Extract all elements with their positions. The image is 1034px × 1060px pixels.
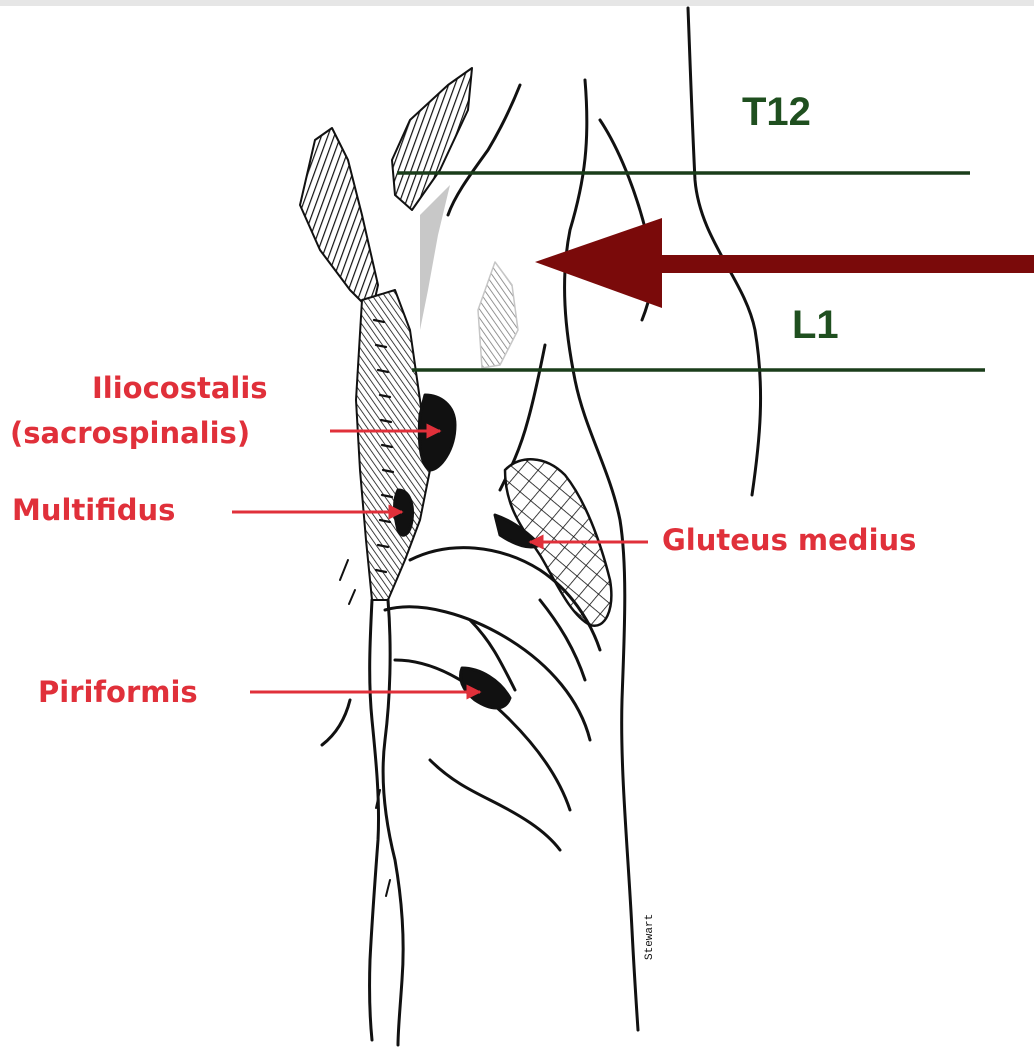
- iliocostalis-label: Iliocostalis: [92, 371, 268, 405]
- multifidus-label: Multifidus: [12, 493, 175, 527]
- sacrospinalis-label: (sacrospinalis): [10, 416, 250, 450]
- left-ink-strokes: [340, 560, 390, 896]
- thigh-line: [430, 760, 560, 850]
- piriformis-label: Piriformis: [38, 675, 198, 709]
- highlight-region: [420, 185, 450, 330]
- piriformis-mass: [461, 668, 510, 708]
- muscle-label-group: Iliocostalis (sacrospinalis) Multifidus …: [10, 371, 916, 709]
- artist-signature: Stewart: [644, 914, 656, 960]
- flank-contour-outer: [688, 8, 761, 495]
- highlight-region-inner: [478, 262, 518, 368]
- pointer-arrow: [535, 218, 1034, 308]
- upper-back-muscle-left: [300, 128, 378, 312]
- l1-label: L1: [792, 303, 839, 347]
- sacral-line-left: [370, 600, 379, 1040]
- hip-curve: [322, 700, 350, 745]
- gluteus-medius-label: Gluteus medius: [662, 523, 916, 557]
- top-band: [0, 0, 1034, 6]
- t12-label: T12: [742, 90, 811, 134]
- sacral-line-right: [383, 600, 403, 1045]
